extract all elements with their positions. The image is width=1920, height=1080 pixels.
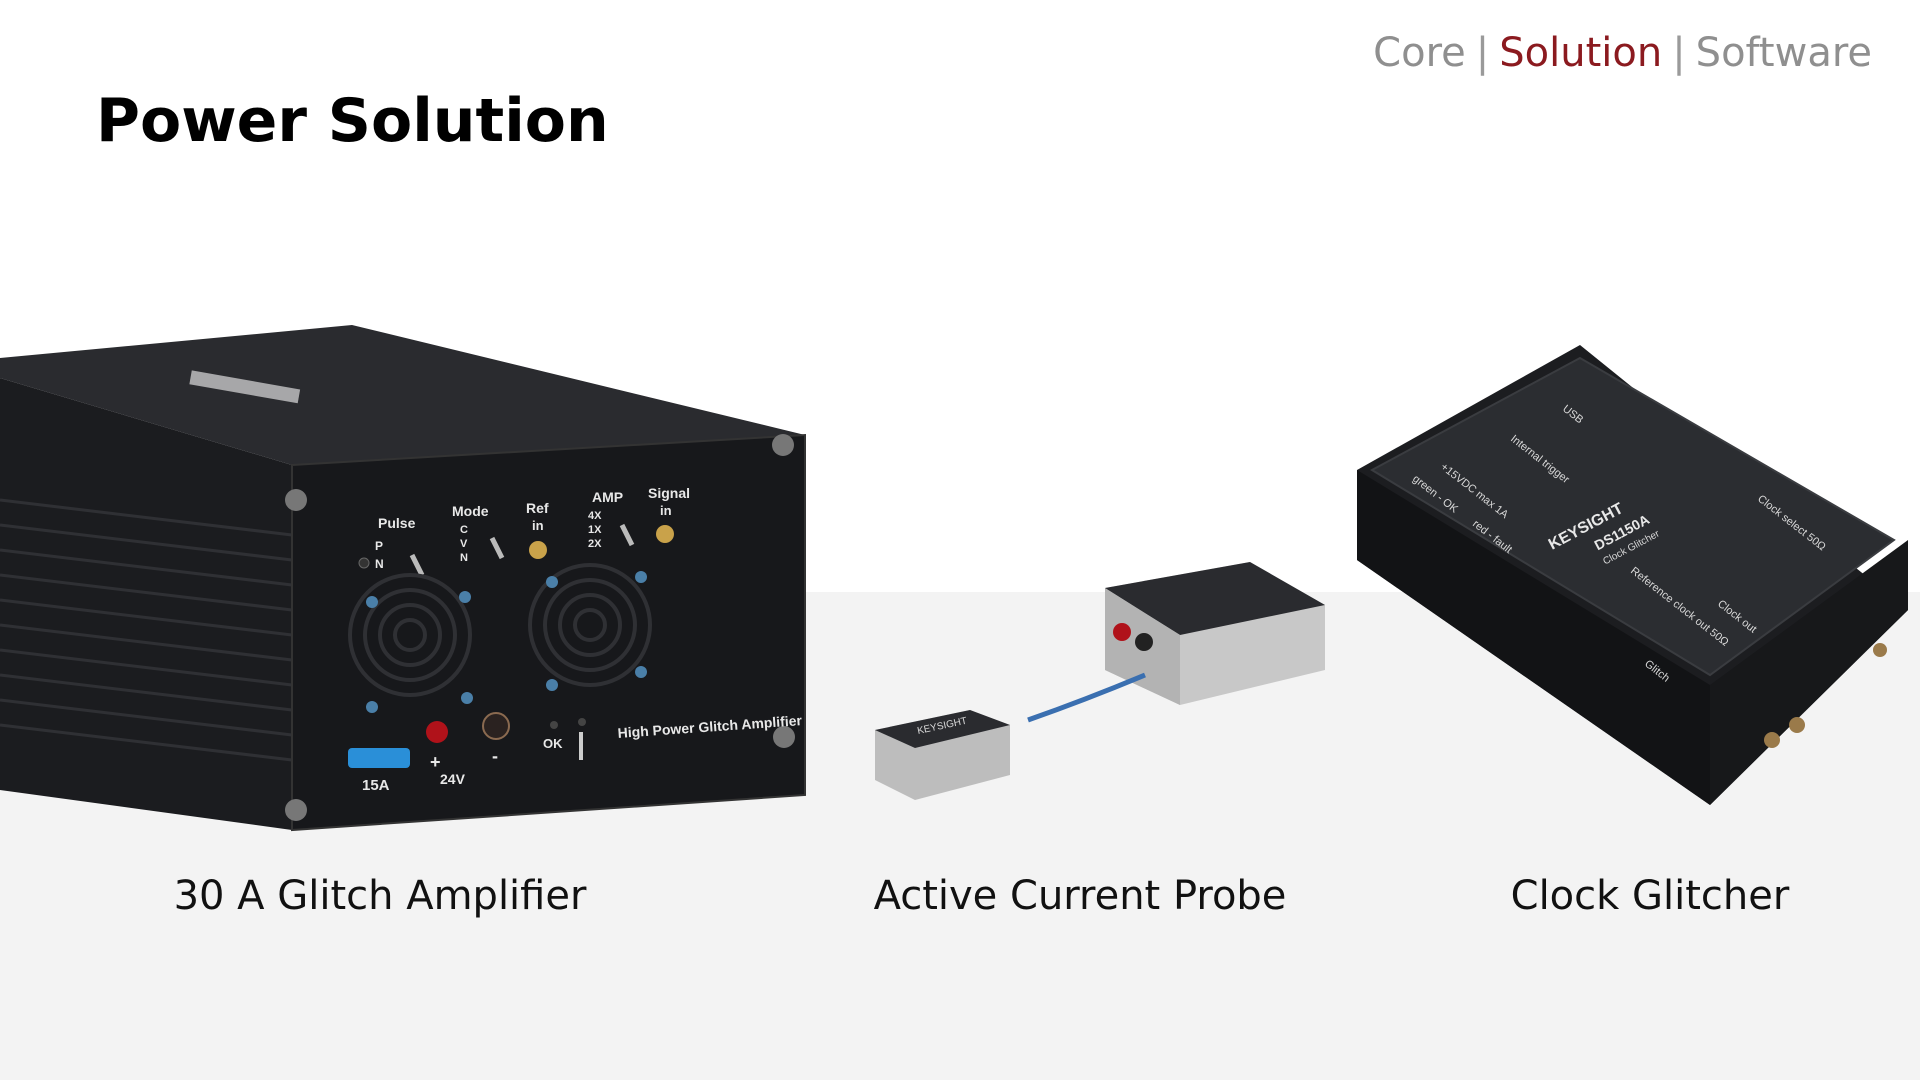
glitcher-image: KEYSIGHT DS1150A Clock Glitcher USB Inte… [1352,340,1912,830]
fuse-15a [348,748,410,768]
section-nav: Core|Solution|Software [1373,30,1872,76]
fan-left [348,573,472,697]
glitcher-caption: Clock Glitcher [1510,873,1790,919]
pulse-n-label: N [375,557,384,571]
pulse-p-label: P [375,539,383,553]
ref-in-label: in [532,518,544,533]
nav-separator: | [1475,30,1490,76]
amplifier-top-panel [0,325,805,465]
amp-label: AMP [592,489,623,505]
fan-right [528,563,652,687]
probe-image: KEYSIGHT [870,560,1340,820]
glitcher-top-panel [1369,356,1896,677]
positive-terminal[interactable] [426,721,448,743]
amplifier-side-panel [0,378,292,830]
probe-cable [1027,672,1146,723]
amplifier-image: Pulse P N Mode C V N Ref in AMP 4X 1X 2X… [0,320,820,840]
ok-label: OK [543,736,563,751]
amplifier-caption: 30 A Glitch Amplifier [173,873,587,919]
mode-label: Mode [452,503,489,519]
signal-in-connector[interactable] [656,525,674,543]
amp-2x-label: 2X [588,538,602,550]
page-title: Power Solution [96,86,609,156]
mode-n-label: N [460,552,468,564]
negative-terminal[interactable] [482,712,510,740]
amp-4x-label: 4X [588,510,602,522]
amp-1x-label: 1X [588,524,602,536]
clock-connector[interactable] [1873,643,1887,657]
nav-software[interactable]: Software [1695,30,1872,76]
signal-label: Signal [648,485,690,501]
glitch-output-connector[interactable] [1764,732,1780,748]
pulse-label: Pulse [378,515,416,531]
ref-label: Ref [526,500,549,516]
glitch-monitor-connector[interactable] [1789,717,1805,733]
temperature-icon [579,732,583,760]
mode-toggle-switch[interactable] [489,536,505,560]
probe-caption: Active Current Probe [873,873,1287,919]
amplifier-top-brand [189,370,301,404]
ref-in-connector[interactable] [529,541,547,559]
plus-label: + [430,752,441,772]
mode-c-label: C [460,524,468,536]
amplifier-front-panel [291,433,806,832]
nav-separator: | [1672,30,1686,76]
fuse-label: 15A [362,777,390,794]
signal-in-label: in [660,503,672,518]
minus-label: - [492,746,498,766]
nav-core[interactable]: Core [1373,30,1466,76]
mode-v-label: V [460,538,468,550]
voltage-label: 24V [440,771,466,787]
amp-toggle-switch[interactable] [619,523,635,547]
pulse-toggle-switch[interactable] [409,553,425,577]
nav-solution[interactable]: Solution [1499,30,1663,76]
